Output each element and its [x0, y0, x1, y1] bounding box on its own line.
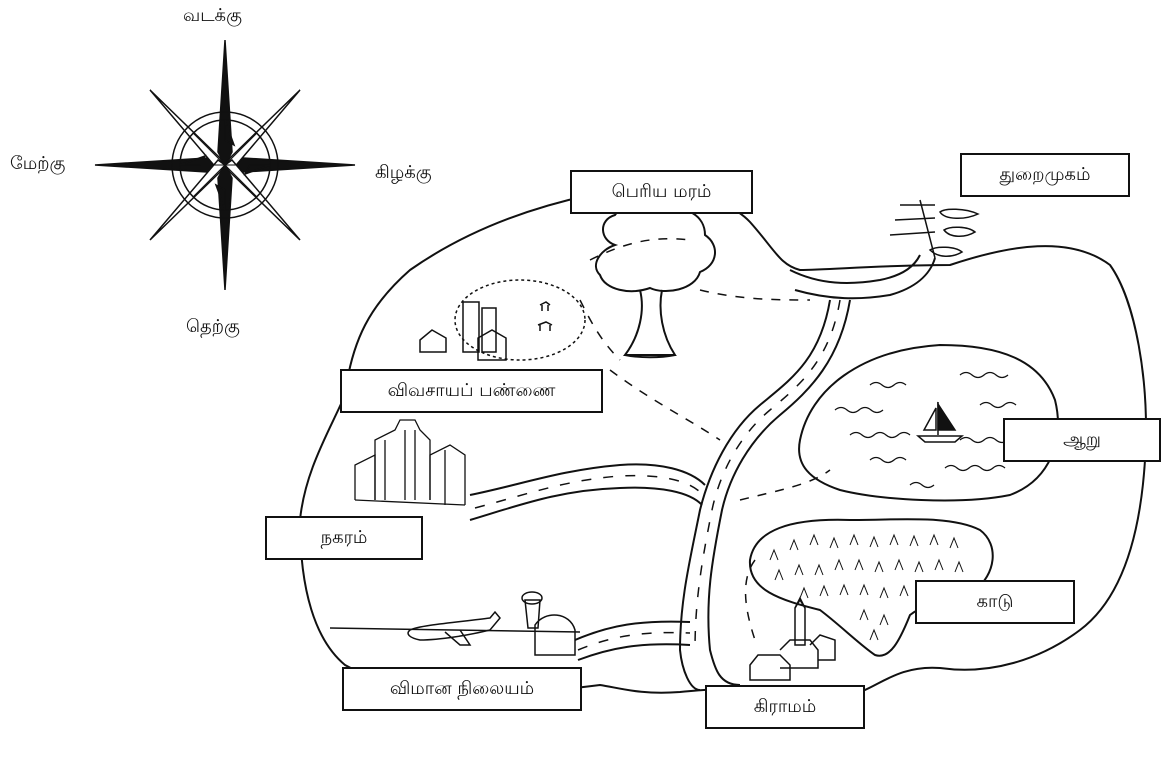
- label-harbour: துறைமுகம்: [960, 153, 1130, 197]
- harbour-icon: [889, 199, 980, 259]
- river-waves: [834, 371, 1017, 489]
- compass-rose-icon: [94, 39, 356, 291]
- compass-east-label: கிழக்கு: [375, 162, 432, 183]
- main-road: [678, 254, 936, 691]
- compass-north-label: வடக்கு: [183, 5, 242, 26]
- control-tower-icon: [521, 591, 576, 656]
- label-big-tree: பெரிய மரம்: [570, 170, 753, 214]
- compass-west-label: மேற்கு: [10, 153, 66, 174]
- boat-icon: [915, 401, 965, 443]
- airplane-icon: [329, 610, 581, 646]
- label-village: கிராமம்: [705, 685, 865, 729]
- forest-icon: [769, 533, 964, 641]
- airport-road-dashes: [577, 631, 691, 651]
- footpaths: [579, 237, 831, 641]
- main-road-dashes: [694, 299, 841, 651]
- label-airport: விமான நிலையம்: [342, 667, 582, 711]
- city-road-dashes: [474, 474, 704, 509]
- compass-south-label: தெற்கு: [186, 316, 240, 337]
- label-city: நகரம்: [265, 516, 423, 560]
- city-icon: [354, 419, 466, 506]
- label-river: ஆறு: [1003, 418, 1161, 462]
- farm-icon: [419, 279, 586, 361]
- label-farm: விவசாயப் பண்ணை: [340, 369, 603, 413]
- village-icon: [749, 596, 836, 681]
- city-road: [469, 463, 706, 521]
- tree-icon: [595, 199, 716, 359]
- label-forest: காடு: [915, 580, 1075, 624]
- airport-road: [574, 620, 691, 661]
